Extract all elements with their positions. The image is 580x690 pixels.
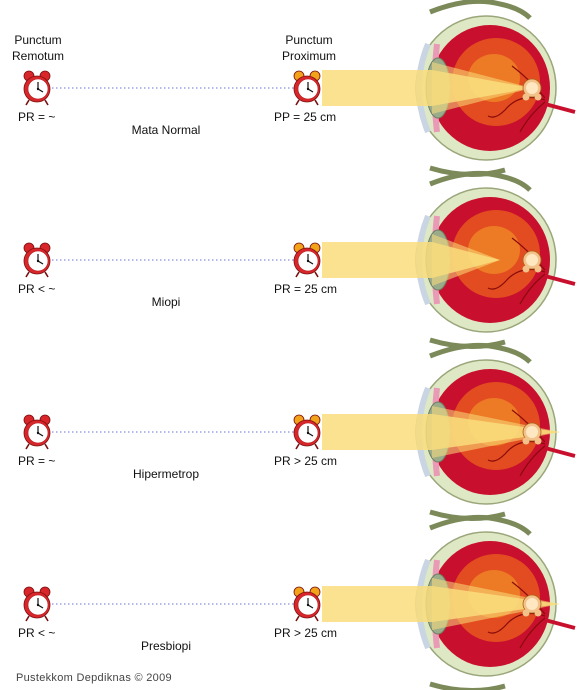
header-punctum-proximum-line1: Punctum: [285, 33, 333, 47]
header-punctum-remotum-line2: Remotum: [11, 49, 64, 63]
alarm-clock-icon: [293, 586, 321, 622]
panel-title: Hipermetrop: [132, 467, 200, 481]
panel-title: Mata Normal: [131, 123, 201, 137]
alarm-clock-icon: [23, 586, 51, 622]
alarm-clock-icon: [293, 70, 321, 106]
header-punctum-remotum: Punctum Remotum: [8, 32, 68, 64]
near-point-label: PR > 25 cm: [274, 626, 338, 640]
near-point-label: PP = 25 cm: [274, 110, 337, 124]
credit-text: Pustekkom Depdiknas © 2009: [16, 672, 172, 684]
header-punctum-remotum-line1: Punctum: [14, 33, 62, 47]
alarm-clock-icon: [23, 242, 51, 278]
alarm-clock-icon: [293, 414, 321, 450]
near-point-label: PR > 25 cm: [274, 454, 338, 468]
alarm-clock-icon: [293, 242, 321, 278]
header-punctum-proximum: Punctum Proximum: [276, 32, 342, 64]
header-punctum-proximum-line2: Proximum: [281, 49, 336, 63]
alarm-clock-icon: [23, 70, 51, 106]
panel-title: Miopi: [151, 295, 181, 309]
far-point-label: PR = ~: [18, 454, 56, 468]
eye-diagram: [322, 170, 576, 350]
alarm-clock-icon: [23, 414, 51, 450]
far-point-label: PR = ~: [18, 110, 56, 124]
panel-title: Presbiopi: [140, 639, 192, 653]
eye-diagram: [322, 514, 576, 690]
far-point-label: PR < ~: [18, 626, 56, 640]
far-point-label: PR < ~: [18, 282, 56, 296]
eye-diagram: [322, 342, 576, 522]
near-point-label: PR = 25 cm: [274, 282, 338, 296]
eye-diagram: [322, 0, 576, 178]
